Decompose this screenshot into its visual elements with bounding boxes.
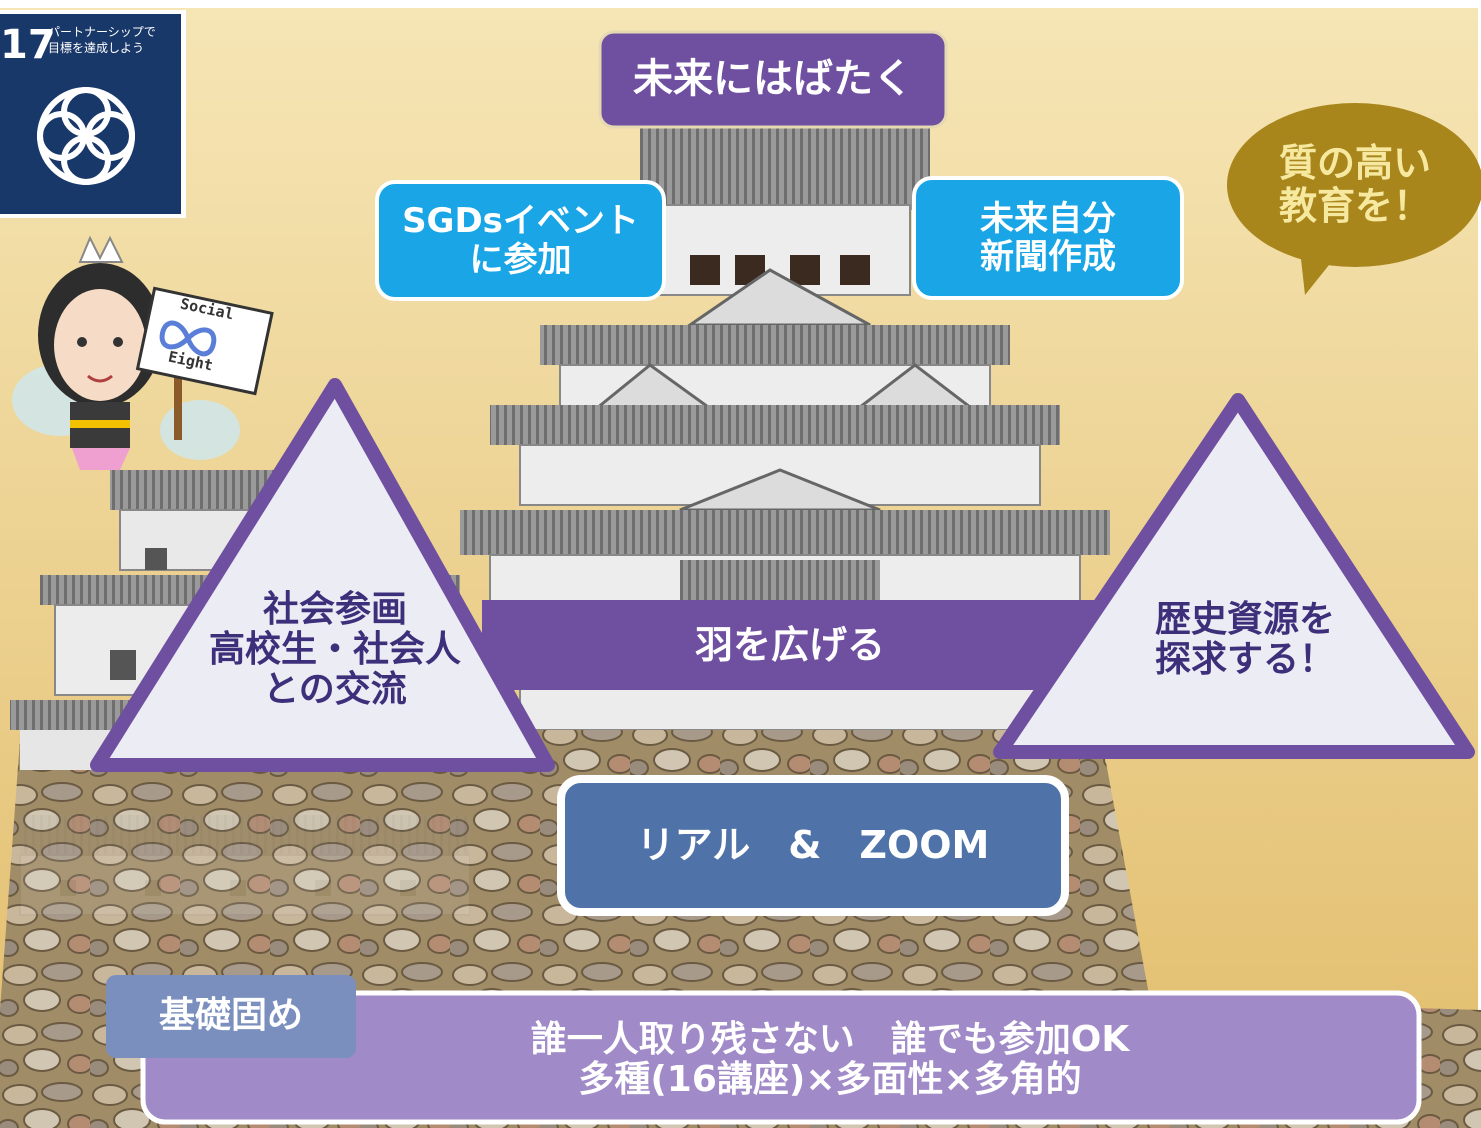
main-castle: [460, 120, 1110, 731]
foundation-tag-shape: [106, 975, 356, 1058]
event-box-label: SGDsイベント に参加: [402, 201, 639, 280]
newspaper-box-label: 未来自分 新聞作成: [980, 198, 1116, 277]
foundation-tag-label: 基礎固め: [158, 995, 303, 1037]
right-triangle-shape: [993, 393, 1475, 759]
newspaper-box-shape: [912, 176, 1184, 300]
partnership-rings-icon: [37, 87, 135, 185]
wings-banner-label: 羽を広げる: [694, 622, 885, 667]
speech-bubble-label: 質の高い 教育を！: [1278, 141, 1431, 228]
top-banner-shape: [598, 30, 948, 129]
real-zoom-box-shape: [557, 775, 1069, 916]
event-box-shape: [375, 180, 666, 301]
right-triangle-label: 歴史資源を 探求する！: [1154, 598, 1335, 680]
sdg-goal-badge: [0, 10, 186, 218]
mascot-fairy: [12, 235, 274, 470]
foundation-text: 誰一人取り残さない 誰でも参加OK 多種(16講座)×多面性×多角的: [530, 1018, 1130, 1100]
wings-banner-shape: [482, 600, 1094, 690]
sdg-goal-title: パートナーシップで 目標を達成しよう: [48, 25, 156, 56]
sdg-goal-number: 17: [0, 22, 56, 68]
real-zoom-label: リアル & ZOOM: [636, 823, 990, 868]
left-triangle-label: 社会参画 高校生・社会人 との交流: [208, 588, 461, 711]
speech-bubble-shape: [1227, 103, 1481, 295]
left-triangle-shape: [90, 378, 555, 772]
top-banner-label: 未来にはばたく: [633, 56, 913, 103]
